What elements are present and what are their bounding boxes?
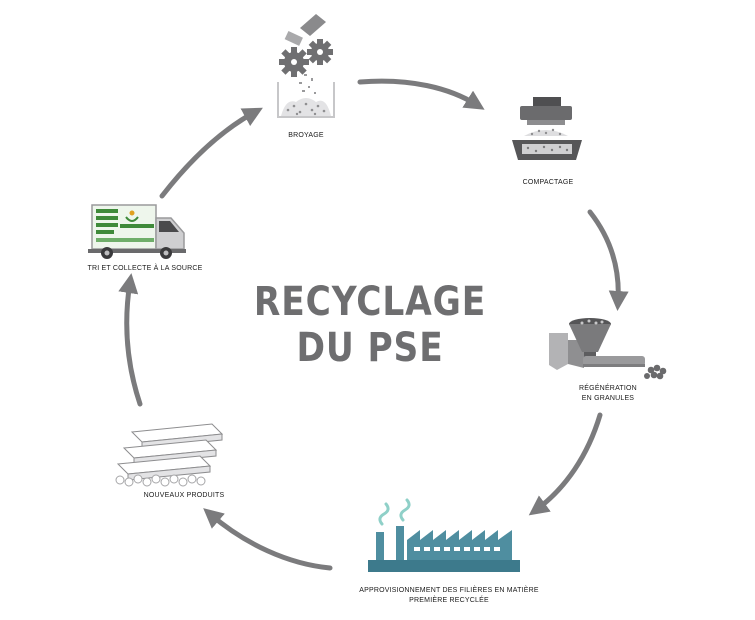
step-label-approvisionnement: APPROVISIONNEMENT DES FILIÈRES EN MATIÈR… — [359, 587, 539, 604]
step-label-tri-collecte: TRI ET COLLECTE À LA SOURCE — [87, 265, 203, 272]
step-label-regeneration: RÉGÉNÉRATION EN GRANULES — [579, 385, 637, 402]
step-label-compactage: COMPACTAGE — [522, 179, 574, 186]
compactor-press-icon — [512, 97, 582, 160]
delivery-truck-icon — [88, 204, 186, 259]
arrow-compactage-to-regeneration — [587, 209, 629, 311]
crusher-gears-icon — [277, 14, 335, 118]
beads-icon — [115, 474, 206, 487]
arrow-regeneration-to-approvisionnement — [528, 412, 603, 516]
step-label-nouveaux-produits: NOUVEAUX PRODUITS — [143, 492, 225, 499]
arrow-collecte-to-broyage — [159, 107, 263, 199]
diagram-title-line-2: DU PSE — [296, 325, 444, 371]
arrow-broyage-to-compactage — [357, 78, 485, 110]
diagram-title-line-1: RECYCLAGE — [253, 279, 487, 325]
extruder-hopper-icon — [549, 318, 667, 380]
factory-icon — [368, 498, 520, 572]
step-label-broyage: BROYAGE — [288, 132, 324, 139]
stacked-panels-icon — [116, 423, 224, 481]
arrow-approvisionnement-to-nouveaux-produits — [203, 508, 333, 571]
arrow-nouveaux-produits-to-collecte — [118, 273, 143, 407]
